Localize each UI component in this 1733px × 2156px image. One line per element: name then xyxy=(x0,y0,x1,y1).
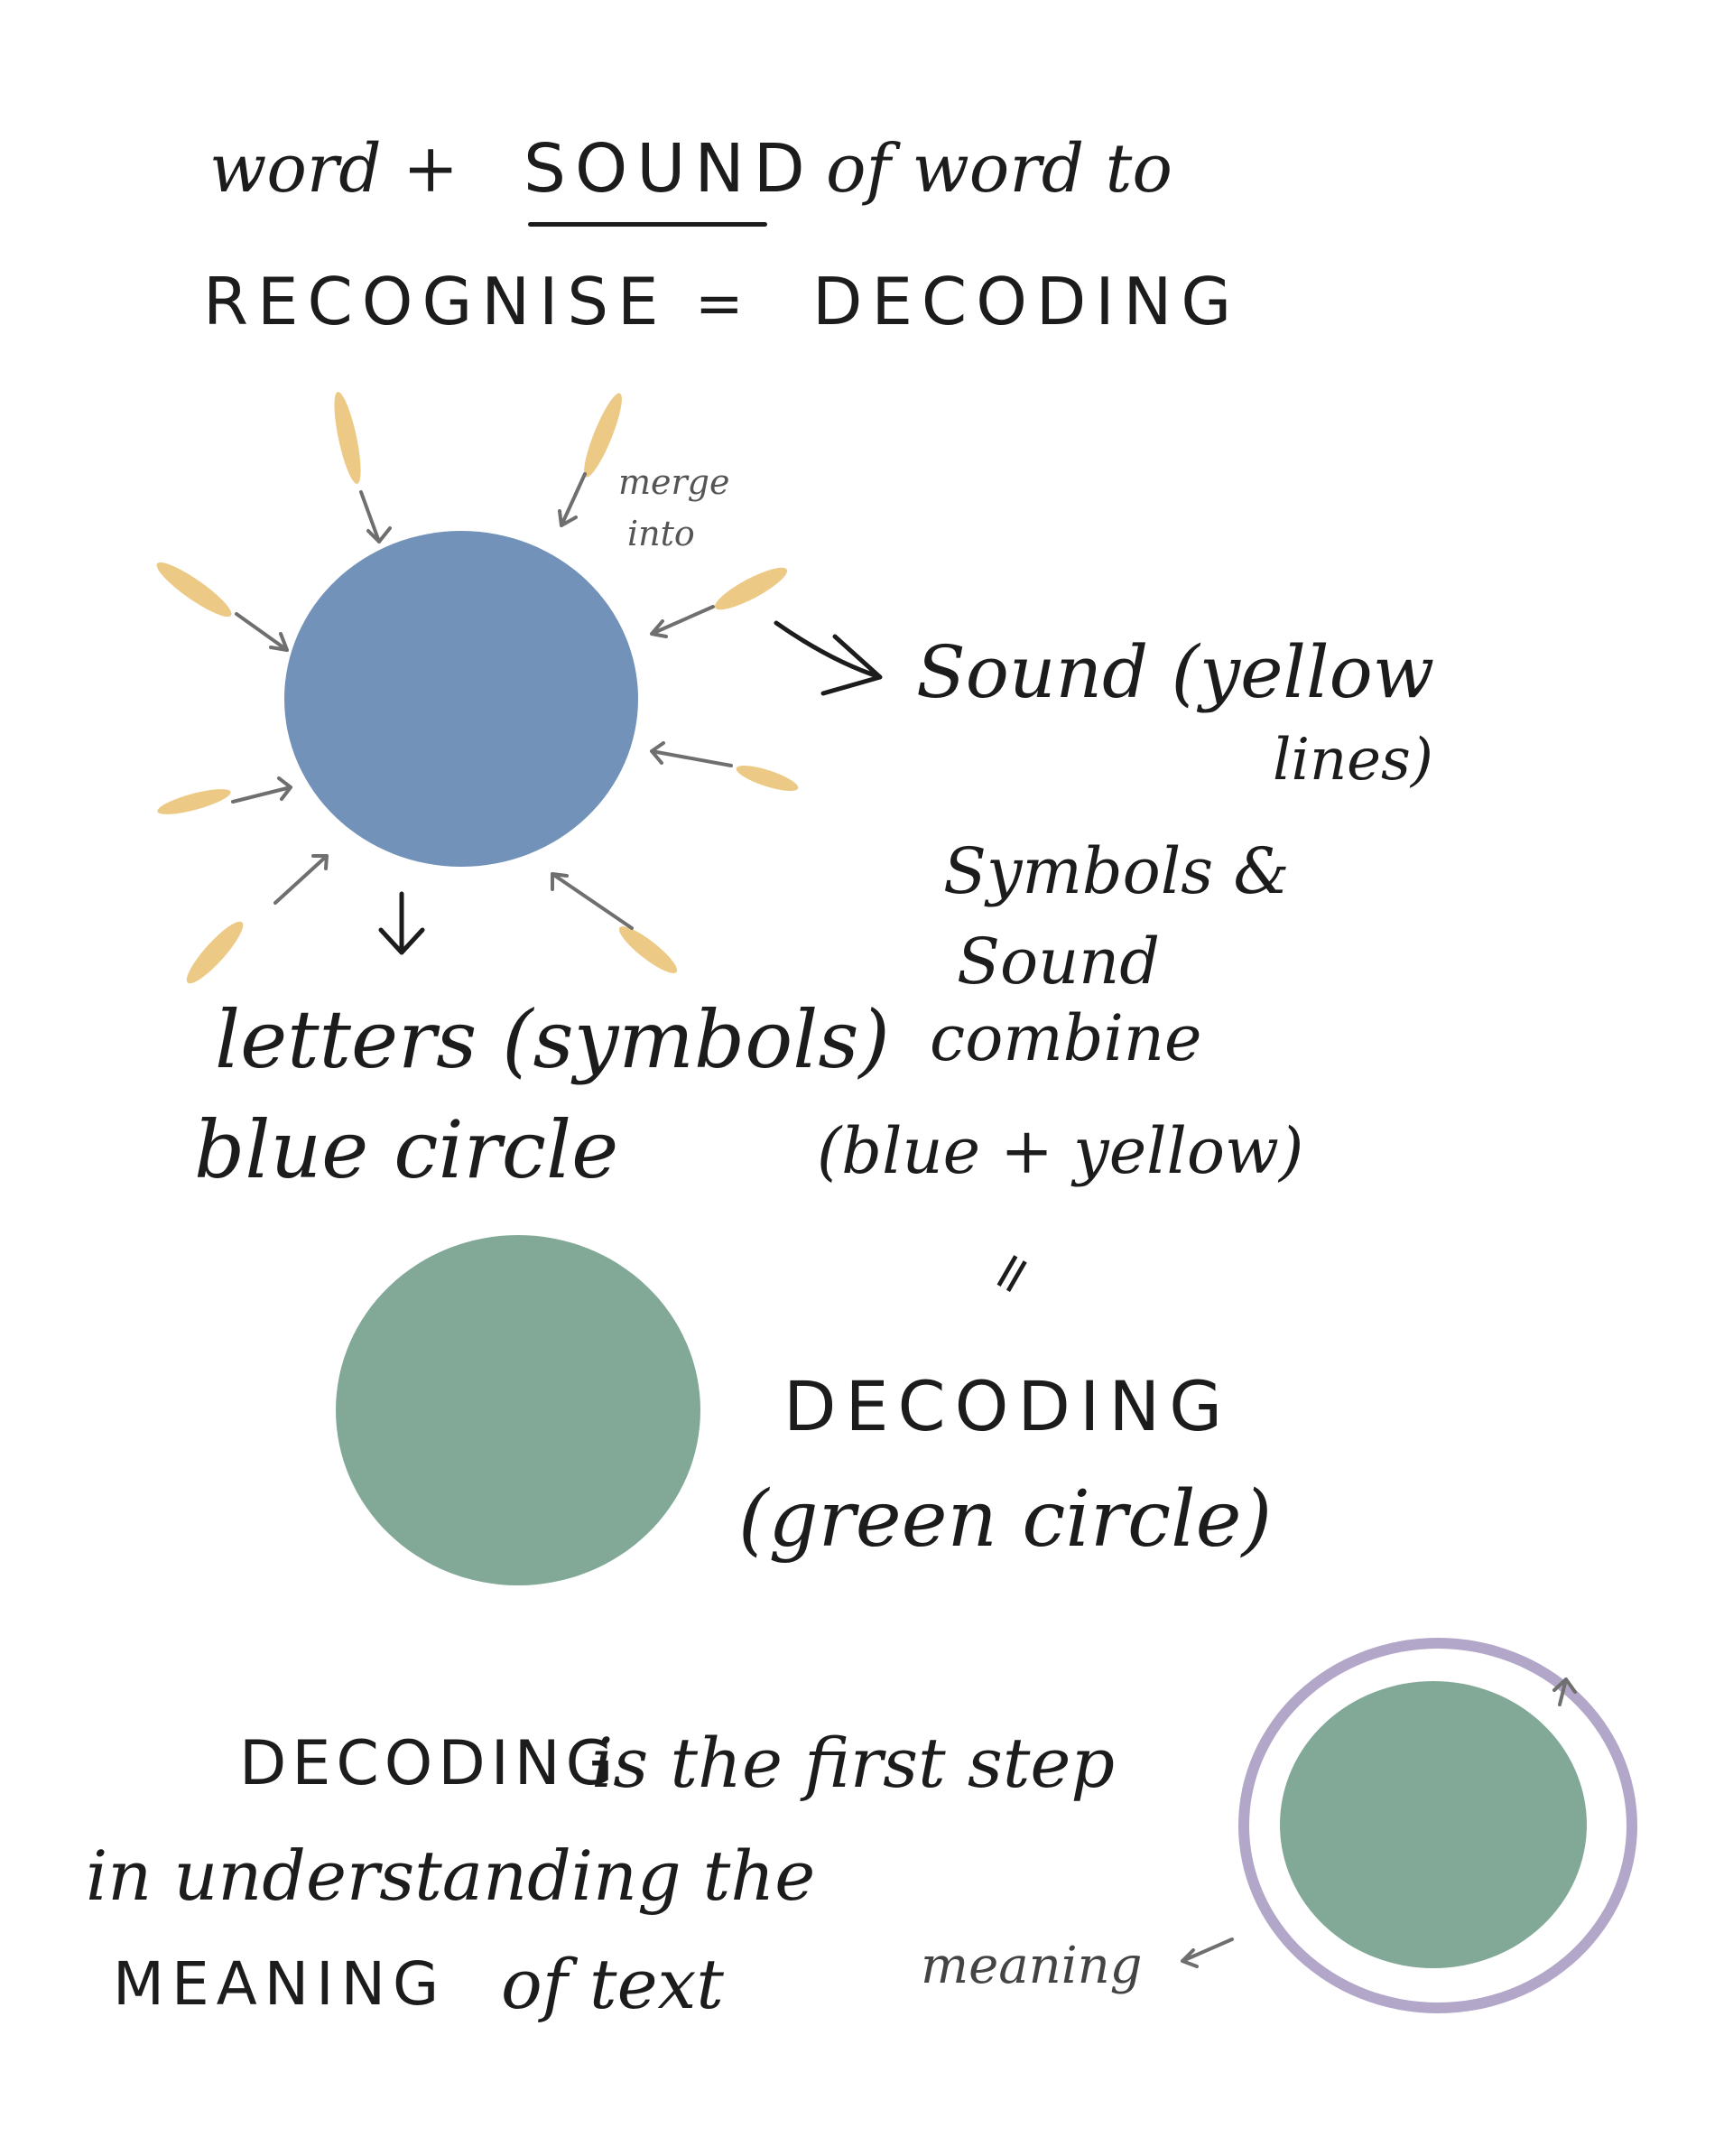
to-sound-arrow xyxy=(774,620,883,696)
title-equals: = xyxy=(695,271,744,338)
merge-arrow xyxy=(273,854,329,905)
summary-first-step: is the first step xyxy=(591,1723,1115,1803)
green-circle-label: (green circle) xyxy=(738,1474,1273,1565)
combine-line-1: Symbols & xyxy=(943,834,1290,908)
yellow-line xyxy=(584,393,622,478)
title-word-plus: word + xyxy=(209,130,459,208)
title-decoding: DECODING xyxy=(812,264,1241,339)
merge-arrow xyxy=(359,490,392,544)
title-recognise: RECOGNISE xyxy=(203,264,668,339)
sound-yellow-label: Sound (yellow xyxy=(916,630,1435,714)
summary-meaning: MEANING xyxy=(113,1949,447,2019)
title-of-word-to: of word to xyxy=(826,130,1172,208)
merge-arrow xyxy=(558,472,587,527)
summary-of-text: of text xyxy=(501,1944,724,2024)
yellow-line xyxy=(618,926,678,973)
decoding-label: DECODING xyxy=(783,1366,1232,1446)
yellow-line xyxy=(334,392,361,484)
small-green-circle xyxy=(1280,1681,1587,1968)
yellow-line xyxy=(186,921,244,984)
merge-arrow xyxy=(650,741,733,767)
summary-understanding: in understanding the xyxy=(86,1835,816,1916)
merge-arrow xyxy=(551,872,634,930)
blue-circle-label: blue circle xyxy=(194,1103,619,1196)
merge-arrow xyxy=(1181,1938,1234,1968)
merge-label: merge xyxy=(618,462,730,502)
into-label: into xyxy=(627,514,695,553)
combine-line-4: (blue + yellow) xyxy=(817,1114,1304,1188)
combine-line-2: Sound xyxy=(957,925,1161,999)
letters-symbols-label: letters (symbols) xyxy=(215,993,890,1086)
yellow-line xyxy=(736,765,799,792)
merge-arrow xyxy=(1552,1677,1577,1706)
title-sound-underline xyxy=(528,222,767,227)
yellow-line xyxy=(714,567,788,610)
blue-circle xyxy=(284,531,638,867)
merge-arrow xyxy=(235,612,289,652)
summary-decoding: DECODING xyxy=(239,1728,619,1799)
merge-arrow xyxy=(231,776,292,804)
yellow-line xyxy=(157,789,231,814)
sound-yellow-label-2: lines) xyxy=(1273,727,1433,794)
combine-line-3: combine xyxy=(930,1001,1202,1075)
merge-arrow xyxy=(650,605,715,638)
title-sound: SOUND xyxy=(524,130,814,208)
meaning-label: meaning xyxy=(921,1937,1143,1995)
yellow-line xyxy=(156,562,232,618)
green-circle xyxy=(336,1235,700,1585)
down-arrow xyxy=(378,891,425,955)
